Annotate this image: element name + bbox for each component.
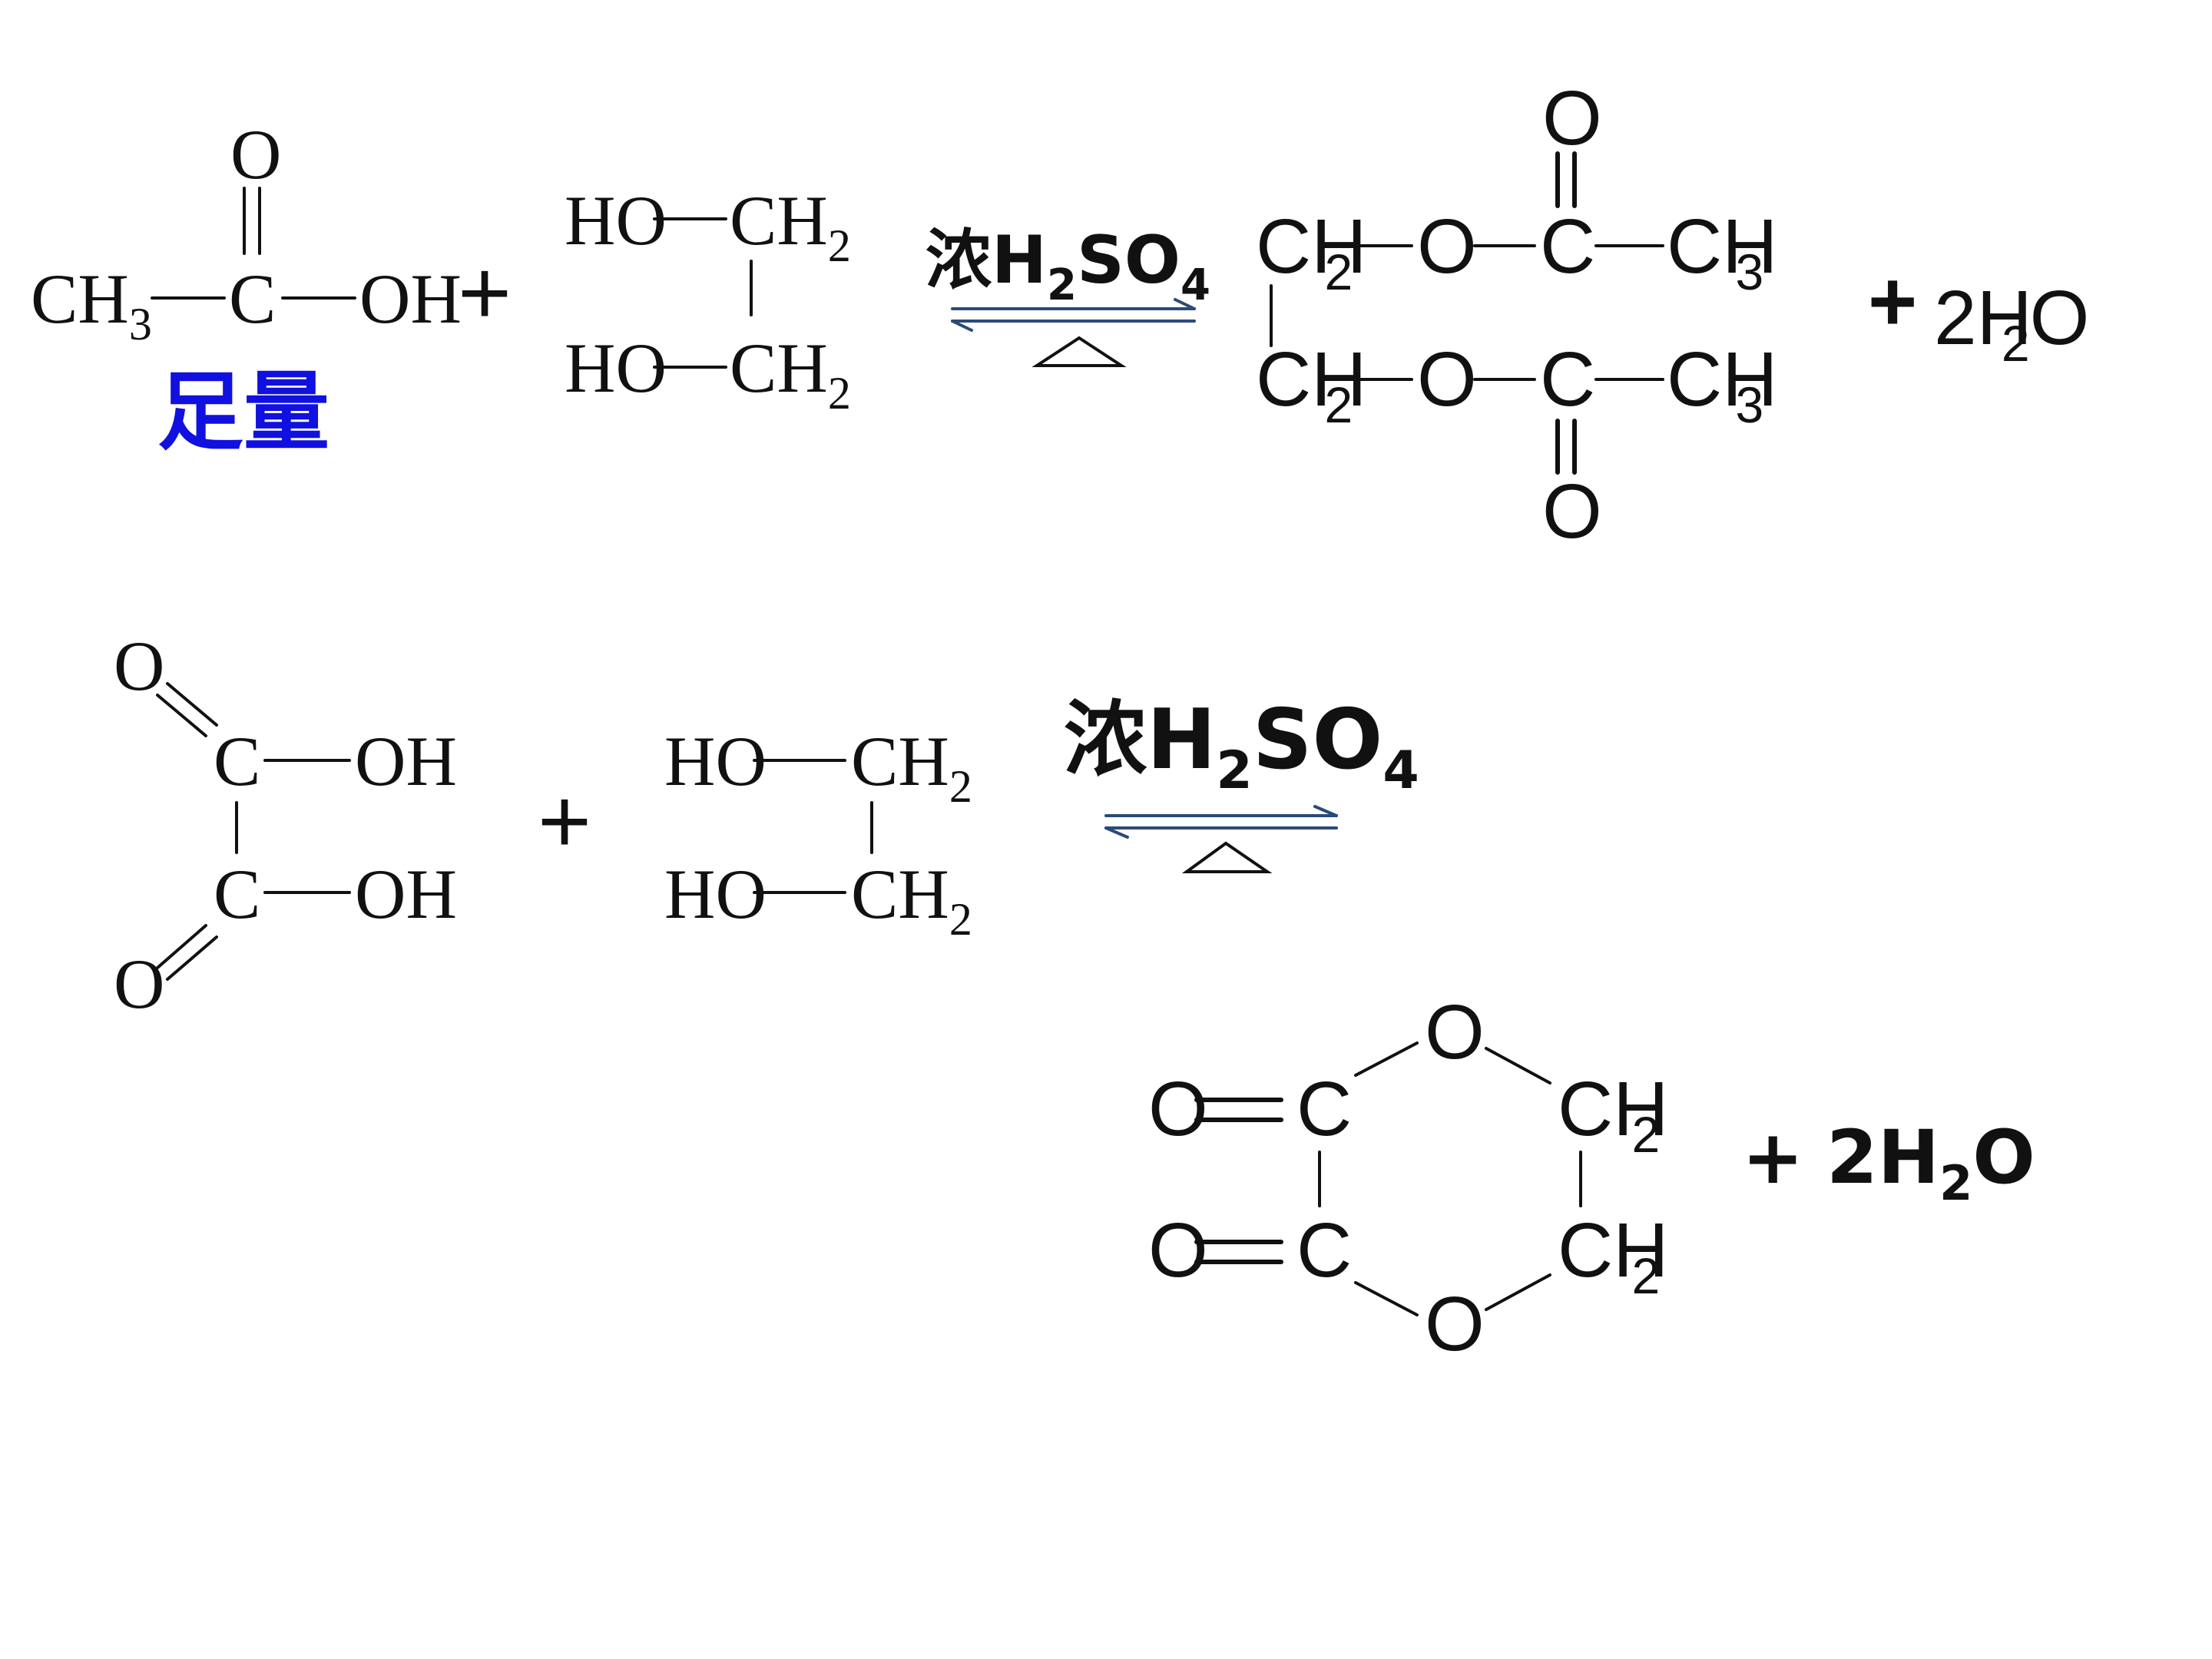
oxalic-oh-bottom: OH (355, 855, 457, 933)
glycol-ho-top: HO (565, 181, 667, 260)
acetic-o-label: O (230, 115, 281, 194)
prod-ch2-top: CH2 (1256, 204, 1366, 300)
water-label-2: 2H2O (1826, 1114, 2035, 1211)
oxalic-oh-top: OH (355, 722, 457, 800)
prod-c-bottom: C (1540, 336, 1595, 422)
reaction-conditions: 浓H2SO4 (926, 222, 1210, 367)
reaction-2: O C OH C OH O + HO CH2 HO CH2 (114, 627, 2035, 1367)
ring-ch2-bottom: CH2 (1558, 1207, 1668, 1304)
ring-c-bottom: C (1296, 1207, 1352, 1293)
oxalic-o-top: O (114, 627, 164, 705)
prod-o-carbonyl-top: O (1542, 75, 1602, 161)
acetic-c-label: C (229, 260, 276, 338)
prod-ch3-bottom: CH3 (1667, 336, 1777, 433)
catalyst-label-2: 浓H2SO4 (1064, 692, 1419, 801)
acetic-acid: CH3 C O OH (31, 115, 462, 349)
excess-label: 足量 (157, 363, 329, 462)
bond-co-top-1 (156, 694, 207, 737)
oxalic-c-top: C (214, 722, 260, 800)
cyclic-ester-product: O C O CH2 O C O CH2 (1148, 989, 1668, 1367)
glycol2-ho-bottom: HO (664, 855, 767, 933)
ring-c-top: C (1296, 1066, 1352, 1152)
glycol2-ch2-top: CH2 (851, 722, 972, 812)
ring-bond-c-o-top (1354, 1041, 1419, 1077)
ring-bond-o-ch2-bottom (1485, 1273, 1551, 1311)
bond-co-bottom-1 (156, 924, 207, 969)
reaction-1: CH3 C O OH 足量 + HO CH2 HO CH2 (31, 75, 2089, 555)
diester-product: CH2 O C O CH3 CH2 O C O (1256, 75, 1777, 555)
prod-o-bottom: O (1417, 336, 1477, 422)
ring-o-top: O (1425, 989, 1485, 1075)
forward-arrow-head-2 (1313, 805, 1338, 817)
ring-o-bottom: O (1425, 1281, 1485, 1367)
prod-ch3-top: CH3 (1667, 204, 1777, 300)
glycol2-ho-top: HO (664, 722, 767, 800)
oxalic-o-bottom: O (114, 945, 164, 1023)
ethylene-glycol-2: HO CH2 HO CH2 (664, 722, 972, 945)
reverse-arrow-head (951, 320, 973, 332)
ring-o-carbonyl-bottom: O (1148, 1207, 1208, 1293)
plus-sign-water-2: + (1742, 1114, 1803, 1200)
prod-ch2-bottom: CH2 (1256, 336, 1366, 433)
oxalic-acid: O C OH C OH O (114, 627, 457, 1023)
ethylene-glycol: HO CH2 HO CH2 (565, 181, 851, 419)
water-label: 2H2O (1934, 275, 2089, 372)
glycol-ho-bottom: HO (565, 329, 667, 407)
bond-co-bottom-2 (166, 935, 218, 981)
ring-bond-c-o-bottom (1354, 1281, 1419, 1316)
heat-triangle-icon (1031, 336, 1127, 367)
ring-o-carbonyl-top: O (1148, 1066, 1208, 1152)
acetic-oh-label: OH (359, 260, 462, 338)
ring-ch2-top: CH2 (1558, 1066, 1668, 1163)
oxalic-c-bottom: C (214, 855, 260, 933)
plus-sign-water: + (1868, 254, 1917, 349)
glycol-ch2-bottom: CH2 (730, 329, 851, 419)
heat-triangle-icon-2 (1181, 841, 1273, 873)
plus-sign-2: + (538, 770, 591, 873)
prod-o-top: O (1417, 204, 1477, 290)
glycol-ch2-top: CH2 (730, 181, 851, 271)
reverse-arrow-head-2 (1104, 826, 1129, 839)
bond-co-top-2 (166, 682, 218, 727)
plus-sign: + (458, 241, 512, 344)
prod-o-carbonyl-bottom: O (1542, 469, 1602, 555)
catalyst-label: 浓H2SO4 (926, 222, 1210, 310)
reaction-conditions-2: 浓H2SO4 (1064, 692, 1419, 873)
prod-c-top: C (1540, 204, 1595, 290)
acetic-ch3-label: CH3 (31, 260, 152, 349)
ring-bond-o-ch2-top (1485, 1047, 1551, 1084)
glycol2-ch2-bottom: CH2 (851, 855, 972, 945)
forward-arrow-head (1174, 298, 1196, 310)
